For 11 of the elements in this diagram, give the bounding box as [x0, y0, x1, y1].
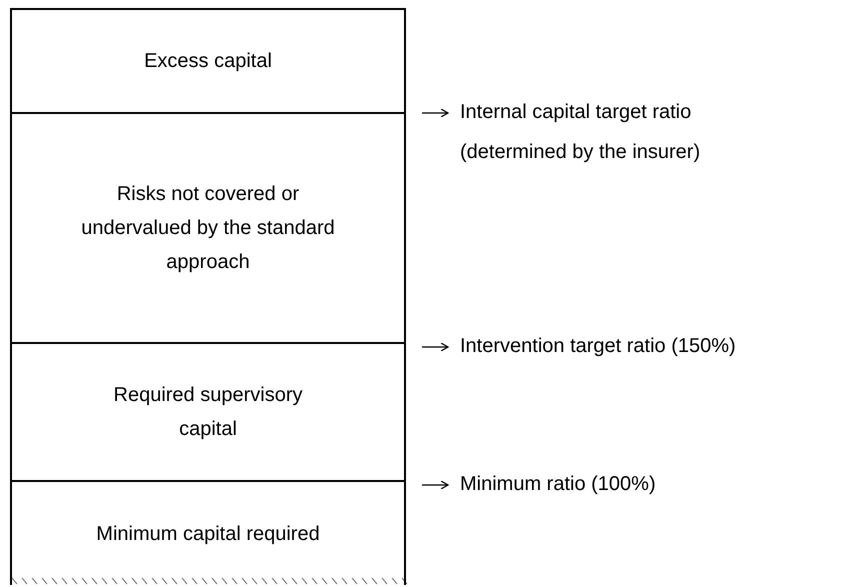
band-label: Excess capital — [144, 49, 272, 74]
capital-band — [10, 112, 406, 342]
capital-band — [10, 8, 406, 112]
capital-band — [10, 342, 406, 480]
band-label: Required supervisory capital — [112, 383, 304, 442]
band-label: Risks not covered or undervalued by the standard approach — [80, 182, 336, 275]
band-label: Minimum capital required — [96, 522, 320, 546]
threshold-label: Minimum ratio (100%) — [460, 472, 657, 497]
threshold-label: Intervention target ratio (150%) — [460, 334, 737, 359]
capital-band — [10, 480, 406, 585]
threshold-label: Internal capital target ratio (determined by the insurer) — [460, 100, 702, 165]
